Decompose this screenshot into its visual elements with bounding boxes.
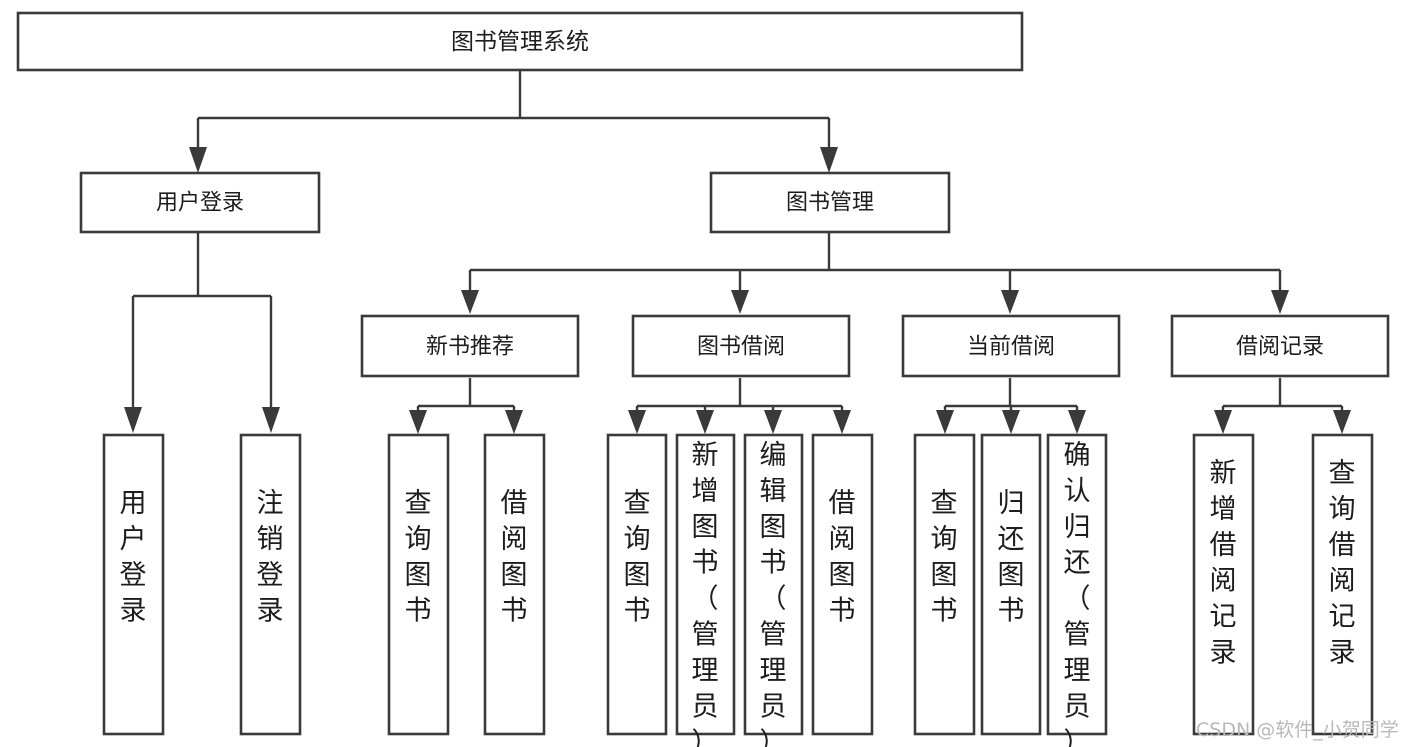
node-current-borrow[interactable]: 当前借阅 <box>901 314 1121 378</box>
node-new-book-recommend[interactable]: 新书推荐 <box>360 314 580 378</box>
leaf-node-query-book-3[interactable]: 查询图书 <box>913 433 976 736</box>
leaf-node-return-book[interactable]: 归还图书 <box>980 433 1042 736</box>
node-book-management-box[interactable] <box>709 171 951 234</box>
node-current-borrow-box[interactable] <box>901 314 1121 378</box>
arrow-current-borrow <box>1001 290 1019 314</box>
leaf-node-query-book-1[interactable]: 查询图书 <box>387 433 450 736</box>
leaf-node-borrow-book-1[interactable]: 借阅图书 <box>483 433 546 736</box>
arrow-book-management <box>820 147 838 173</box>
leaf-return-book-label: 归还图书 <box>998 488 1025 627</box>
leaf-node-confirm-return[interactable]: 确认归还（管理员） <box>1046 433 1108 747</box>
leaf-node-logout-login[interactable]: 注销登录 <box>239 433 302 736</box>
leaf-query-book-1-box[interactable] <box>387 433 450 736</box>
node-book-borrow-label: 图书借阅 <box>697 335 785 360</box>
node-book-borrow[interactable]: 图书借阅 <box>631 314 851 378</box>
arrow-book-borrow <box>731 290 749 314</box>
leaf-query-book-3-label: 查询图书 <box>931 488 958 627</box>
arrow-user-login <box>189 147 207 173</box>
arrow-leaf-borrow-book-2 <box>833 410 851 434</box>
node-borrow-record-label: 借阅记录 <box>1236 335 1324 360</box>
connector-group-user-login-to-leaves <box>124 232 280 433</box>
leaf-add-record-label: 新增借阅记录 <box>1210 458 1237 669</box>
node-borrow-record[interactable]: 借阅记录 <box>1170 314 1390 378</box>
node-book-management-label: 图书管理 <box>786 191 874 216</box>
node-user-login-label: 用户登录 <box>156 191 244 216</box>
node-root[interactable]: 图书管理系统 <box>16 11 1024 72</box>
arrow-leaf-edit-book <box>764 410 782 434</box>
leaf-node-query-record[interactable]: 查询借阅记录 <box>1311 433 1374 736</box>
leaf-node-query-book-2[interactable]: 查询图书 <box>606 433 668 736</box>
node-book-borrow-box[interactable] <box>631 314 851 378</box>
leaf-node-user-login[interactable]: 用户登录 <box>102 433 165 736</box>
connector-group-new-book-to-leaves <box>409 378 523 434</box>
leaf-query-record-label: 查询借阅记录 <box>1329 458 1356 669</box>
leaf-confirm-return-box[interactable] <box>1046 433 1108 736</box>
leaf-user-login-label: 用户登录 <box>120 488 147 627</box>
arrow-leaf-add-book <box>696 410 714 434</box>
arrow-leaf-user-login <box>124 407 142 433</box>
leaf-query-book-3-box[interactable] <box>913 433 976 736</box>
leaf-node-add-book[interactable]: 新增图书（管理员） <box>675 433 736 747</box>
node-new-book-recommend-box[interactable] <box>360 314 580 378</box>
connector-group-current-borrow-to-leaves <box>936 378 1086 434</box>
connector-group-book-borrow-to-leaves <box>628 378 851 434</box>
leaf-add-book-box[interactable] <box>675 433 736 736</box>
arrow-leaf-confirm-return <box>1068 410 1086 434</box>
connector-group-borrow-record-to-leaves <box>1214 378 1351 434</box>
leaf-node-borrow-book-2[interactable]: 借阅图书 <box>811 433 874 736</box>
arrow-leaf-return-book <box>1002 410 1020 434</box>
arrow-leaf-query-record <box>1333 410 1351 434</box>
leaf-query-book-1-label: 查询图书 <box>405 488 432 627</box>
node-borrow-record-box[interactable] <box>1170 314 1390 378</box>
node-root-label: 图书管理系统 <box>451 29 589 55</box>
node-root-box[interactable] <box>16 11 1024 72</box>
leaf-logout-login-box[interactable] <box>239 433 302 736</box>
node-book-management[interactable]: 图书管理 <box>709 171 951 234</box>
leaf-add-record-box[interactable] <box>1192 433 1255 736</box>
leaf-add-book-label: 新增图书（管理员） <box>692 440 719 747</box>
arrow-new-book-recommend <box>461 290 479 314</box>
arrow-leaf-query-book-3 <box>936 410 954 434</box>
leaf-query-record-box[interactable] <box>1311 433 1374 736</box>
leaf-borrow-book-1-box[interactable] <box>483 433 546 736</box>
arrow-leaf-borrow-book-1 <box>505 410 523 434</box>
arrow-leaf-query-book-2 <box>628 410 646 434</box>
arrow-borrow-record <box>1271 290 1289 314</box>
leaf-borrow-book-1-label: 借阅图书 <box>501 488 528 627</box>
leaf-logout-login-label: 注销登录 <box>257 488 284 627</box>
connector-group-root-to-level1 <box>189 70 838 173</box>
leaf-confirm-return-label: 确认归还（管理员） <box>1064 440 1091 747</box>
leaf-node-add-record[interactable]: 新增借阅记录 <box>1192 433 1255 736</box>
leaf-edit-book-label: 编辑图书（管理员） <box>760 440 787 747</box>
arrow-leaf-query-book-1 <box>409 410 427 434</box>
leaf-user-login-box[interactable] <box>102 433 165 736</box>
node-user-login-box[interactable] <box>79 171 321 234</box>
node-user-login[interactable]: 用户登录 <box>79 171 321 234</box>
leaf-edit-book-box[interactable] <box>743 433 804 736</box>
leaf-query-book-2-box[interactable] <box>606 433 668 736</box>
connector-group-book-management-to-level2 <box>461 232 1289 314</box>
csdn-watermark: CSDN @软件_小贺同学 <box>1196 719 1399 741</box>
leaf-return-book-box[interactable] <box>980 433 1042 736</box>
node-new-book-recommend-label: 新书推荐 <box>426 335 514 360</box>
arrow-leaf-add-record <box>1214 410 1232 434</box>
leaf-query-book-2-label: 查询图书 <box>624 488 651 627</box>
leaf-node-edit-book[interactable]: 编辑图书（管理员） <box>743 433 804 747</box>
arrow-leaf-logout-login <box>262 407 280 433</box>
leaf-borrow-book-2-label: 借阅图书 <box>829 488 856 627</box>
node-current-borrow-label: 当前借阅 <box>967 335 1055 360</box>
leaf-borrow-book-2-box[interactable] <box>811 433 874 736</box>
